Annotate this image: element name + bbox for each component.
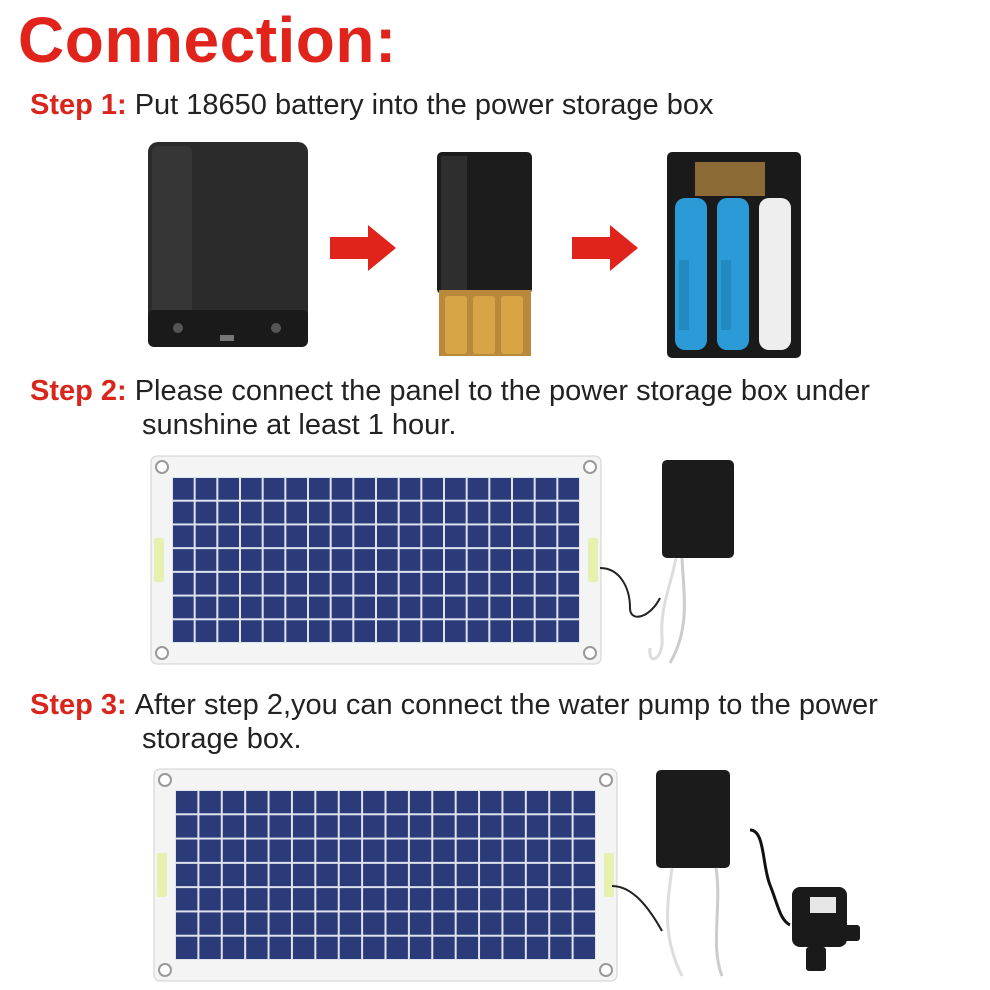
step-2-line-2: sunshine at least 1 hour. [142, 409, 457, 441]
step-3-text: Step 3:After step 2,you can connect the … [30, 688, 878, 755]
step-2-text: Step 2:Please connect the panel to the p… [30, 374, 870, 441]
step-3-line-1: After step 2,you can connect the water p… [134, 689, 878, 721]
step-3-label: Step 3: [30, 689, 127, 721]
battery-holder [665, 150, 803, 360]
step-2-line-1: Please connect the panel to the power st… [134, 375, 870, 407]
step-3-line-2: storage box. [142, 723, 302, 755]
step-1-text: Step 1:Put 18650 battery into the power … [30, 88, 713, 122]
step-1-line-1: Put 18650 battery into the power storage… [134, 89, 714, 121]
solar-panel [153, 768, 618, 982]
arrow-right-icon [572, 225, 638, 271]
arrow-right-icon [330, 225, 396, 271]
solar-panel [150, 455, 602, 665]
storage-box-open [435, 150, 535, 360]
storage-box-with-cable [612, 766, 742, 986]
step-1-label: Step 1: [30, 89, 127, 121]
storage-box-with-cable [600, 458, 740, 673]
step-2-label: Step 2: [30, 375, 127, 407]
storage-box-closed [146, 140, 311, 350]
water-pump [740, 825, 865, 980]
page-title: Connection: [18, 4, 397, 76]
